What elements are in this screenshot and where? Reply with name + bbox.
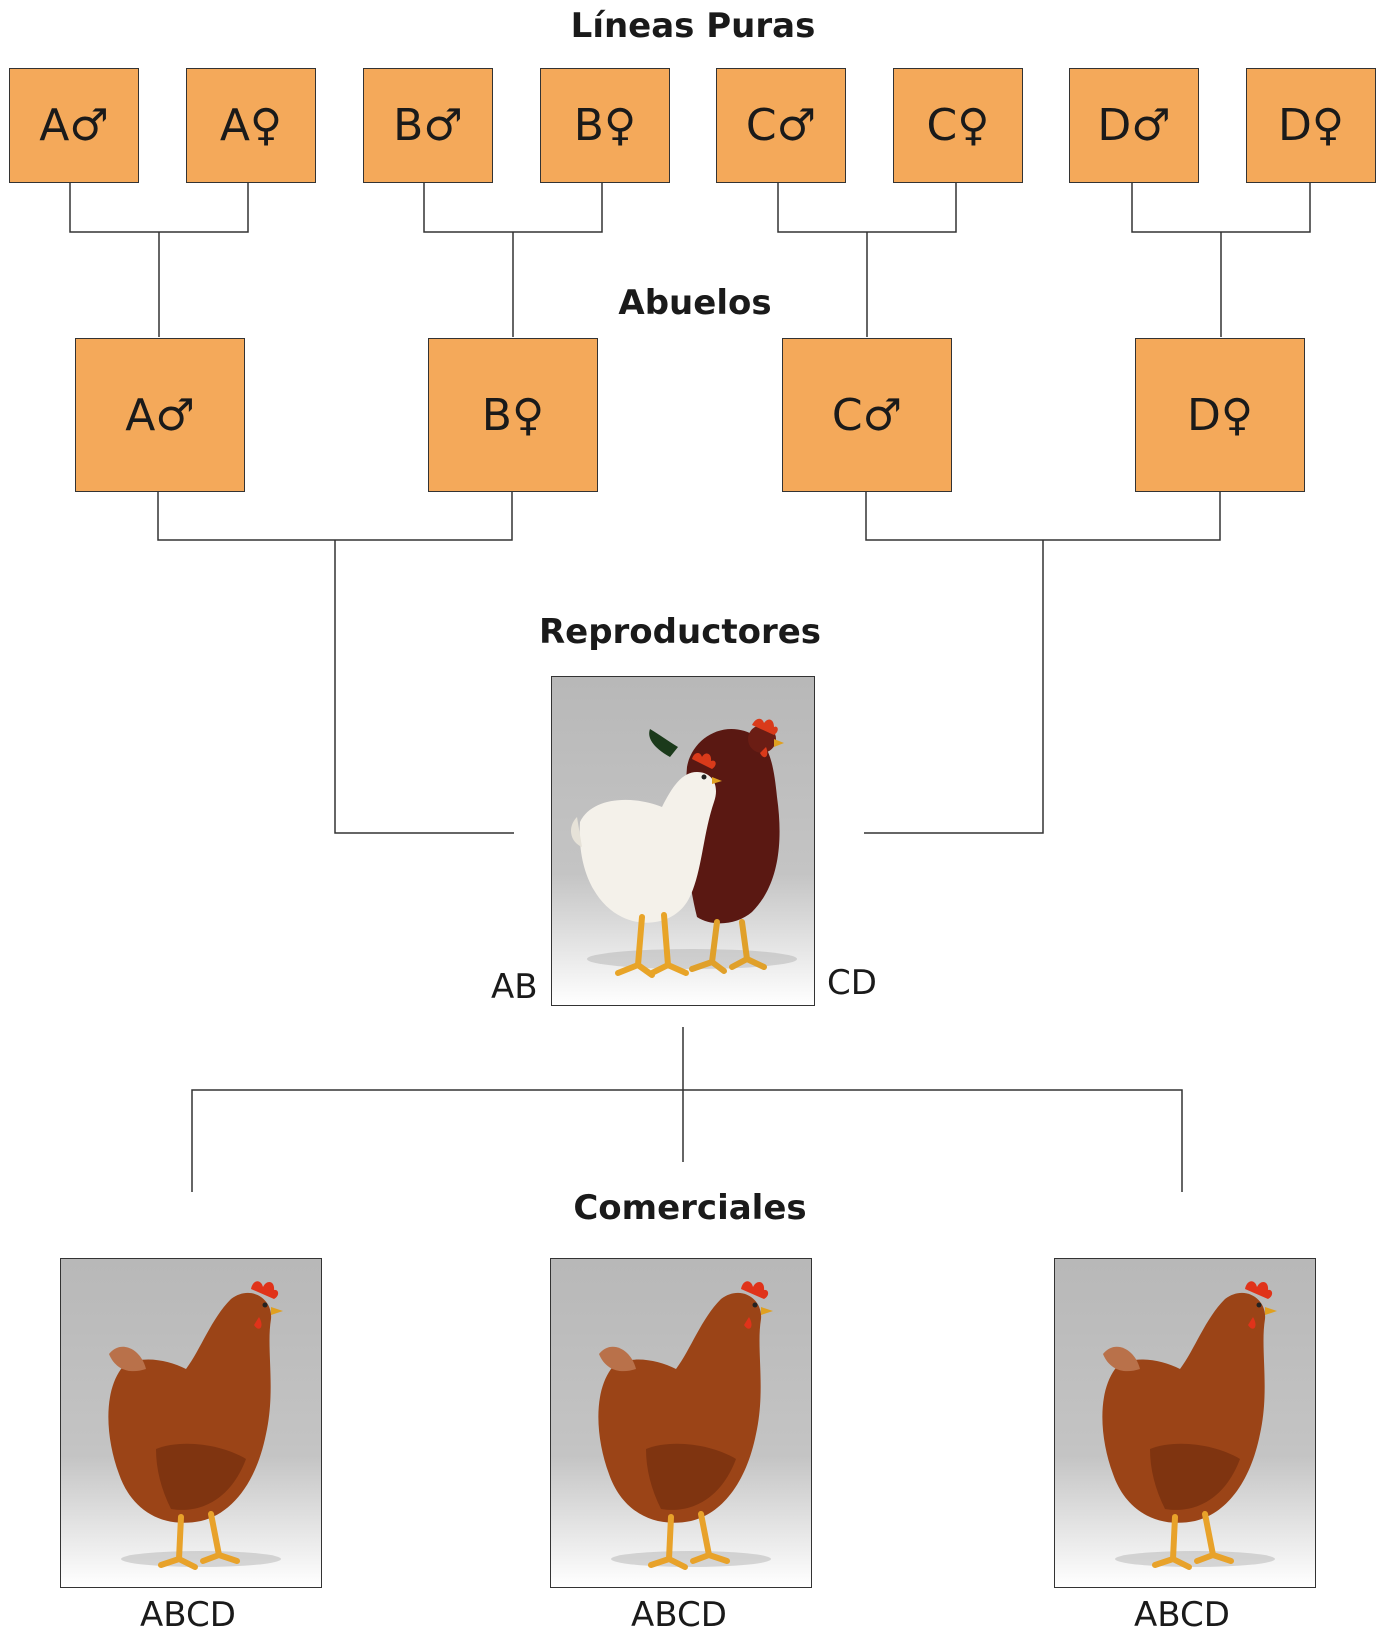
pure-line-a-male: A♂ bbox=[9, 68, 139, 183]
title-pure-lines: Líneas Puras bbox=[570, 6, 816, 46]
pure-line-c-male: C♂ bbox=[716, 68, 846, 183]
box-label: D♂ bbox=[1097, 100, 1171, 151]
grandparent-a-male: A♂ bbox=[75, 338, 245, 492]
box-label: D♀ bbox=[1186, 389, 1254, 441]
commercial-label-3: ABCD bbox=[1134, 1595, 1230, 1635]
grandparent-d-female: D♀ bbox=[1135, 338, 1305, 492]
pure-line-b-male: B♂ bbox=[363, 68, 493, 183]
grandparent-b-female: B♀ bbox=[428, 338, 598, 492]
box-label: B♂ bbox=[393, 100, 463, 151]
box-label: A♀ bbox=[219, 100, 283, 151]
breeders-right-label: CD bbox=[827, 963, 877, 1003]
commercial-photo-1 bbox=[60, 1258, 322, 1588]
pure-line-a-female: A♀ bbox=[186, 68, 316, 183]
box-label: D♀ bbox=[1277, 100, 1345, 151]
title-grandparents: Abuelos bbox=[618, 283, 772, 323]
box-label: C♀ bbox=[926, 100, 990, 151]
commercial-label-2: ABCD bbox=[631, 1595, 727, 1635]
pure-line-d-male: D♂ bbox=[1069, 68, 1199, 183]
box-label: C♂ bbox=[745, 100, 817, 151]
box-label: B♀ bbox=[481, 389, 545, 441]
pure-line-c-female: C♀ bbox=[893, 68, 1023, 183]
box-label: C♂ bbox=[831, 389, 903, 441]
white-chicken-icon bbox=[570, 753, 722, 978]
title-commercial: Comerciales bbox=[573, 1188, 807, 1228]
commercial-label-1: ABCD bbox=[140, 1595, 236, 1635]
title-breeders: Reproductores bbox=[538, 612, 822, 652]
pure-line-b-female: B♀ bbox=[540, 68, 670, 183]
commercial-photo-3 bbox=[1054, 1258, 1316, 1588]
box-label: B♀ bbox=[573, 100, 637, 151]
breeders-photo bbox=[551, 676, 815, 1006]
brown-hen-icon bbox=[1102, 1281, 1277, 1570]
breeders-left-label: AB bbox=[491, 967, 538, 1007]
box-label: A♂ bbox=[125, 389, 195, 441]
box-label: A♂ bbox=[39, 100, 109, 151]
pure-line-d-female: D♀ bbox=[1246, 68, 1376, 183]
breeders-chickens-illustration bbox=[570, 718, 797, 978]
commercial-photo-2 bbox=[550, 1258, 812, 1588]
brown-hen-icon bbox=[108, 1281, 283, 1570]
grandparent-c-male: C♂ bbox=[782, 338, 952, 492]
brown-hen-icon bbox=[598, 1281, 773, 1570]
